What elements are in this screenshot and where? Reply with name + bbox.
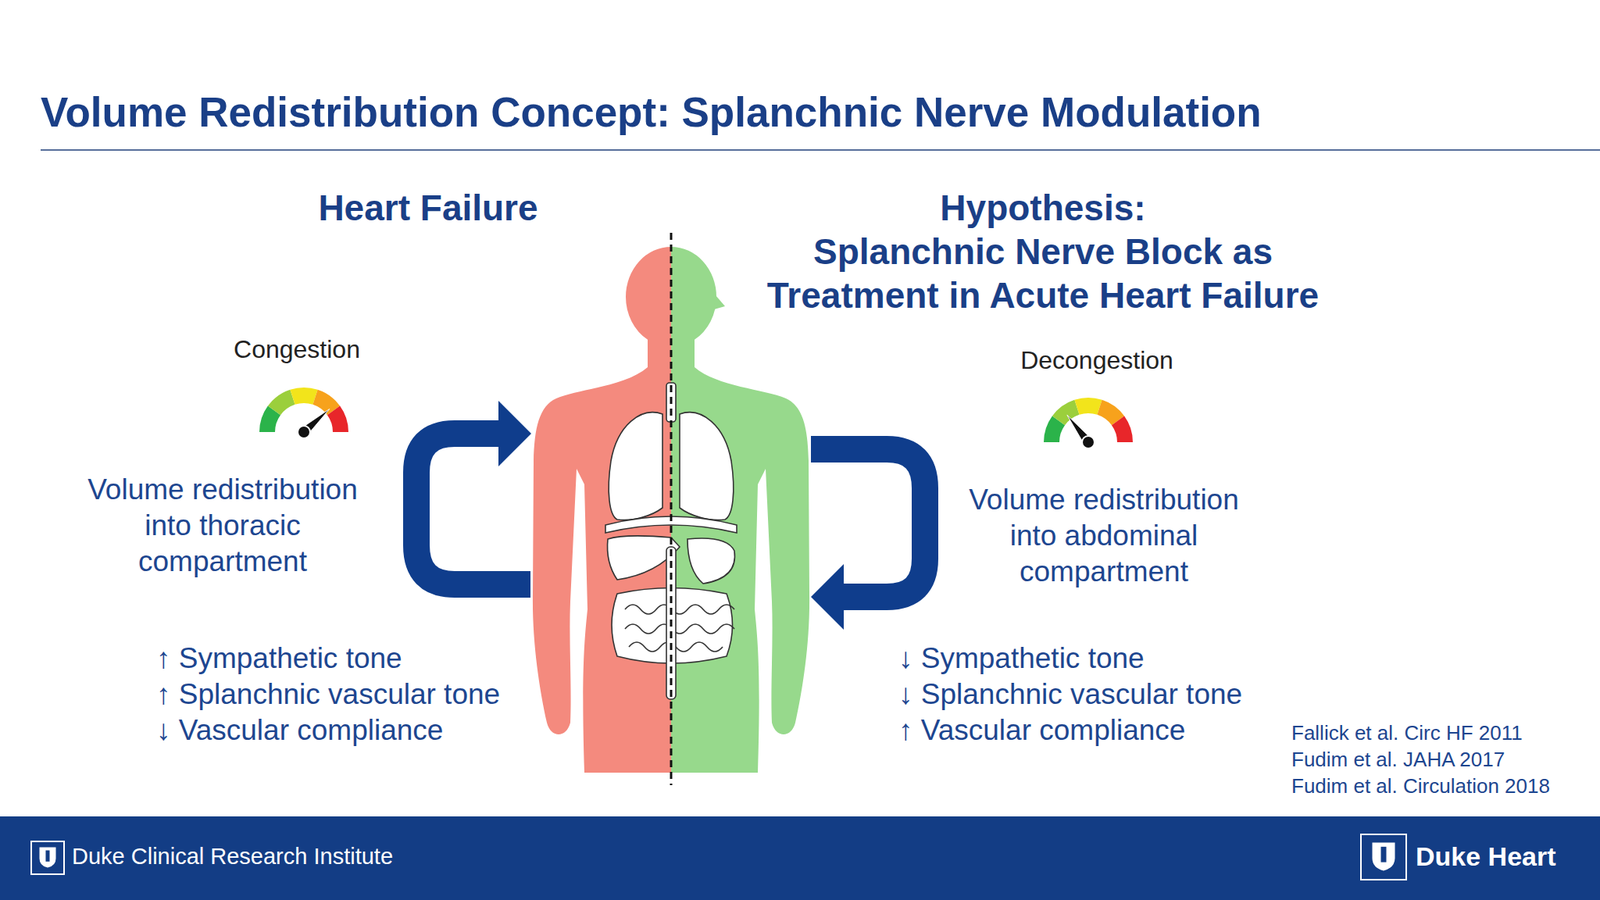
logo-frame <box>1360 834 1407 880</box>
arrow-head <box>810 564 844 630</box>
slide-title: Volume Redistribution Concept: Splanchni… <box>40 87 1262 139</box>
gauge-hub <box>297 425 311 439</box>
gauge-segment <box>267 410 275 433</box>
gauge-hub <box>1082 435 1095 449</box>
treated-half <box>671 234 874 782</box>
gauge-label: Congestion <box>171 334 422 365</box>
institution-name: Duke Clinical Research Institute <box>71 842 393 871</box>
reference: Fallick et al. Circ HF 2011 <box>1291 721 1523 747</box>
gauge-segment <box>274 396 293 411</box>
gauge-segment <box>1058 407 1078 421</box>
change-item: ↓ Splanchnic vascular tone <box>898 676 1243 712</box>
nose <box>714 295 725 310</box>
gauge-segment <box>1051 420 1059 443</box>
reference: Fudim et al. JAHA 2017 <box>1291 747 1505 773</box>
gauge-segment <box>1117 420 1125 443</box>
cycle-arrows <box>416 433 925 597</box>
panel-heading: Hypothesis: <box>746 185 1340 230</box>
change-item: ↑ Splanchnic vascular tone <box>156 676 500 712</box>
institution-name: Duke Heart <box>1415 840 1557 873</box>
gauge-segment <box>1100 407 1119 421</box>
effect-text: Volume redistribution into thoracic comp… <box>66 471 379 580</box>
change-item: ↓ Vascular compliance <box>156 712 443 748</box>
gauges <box>267 395 1125 449</box>
divider-line <box>670 232 673 786</box>
stomach <box>687 538 736 584</box>
gauge-segment <box>315 396 335 411</box>
logo-mark <box>45 850 50 861</box>
panel-heading: Splanchnic Nerve Block as Treatment in A… <box>746 229 1340 318</box>
panel-heading: Heart Failure <box>209 185 647 230</box>
arrow-shaft <box>810 449 925 597</box>
gauge-segment <box>292 395 315 397</box>
arrow-head <box>498 400 532 467</box>
change-item: ↑ Vascular compliance <box>898 712 1186 748</box>
change-item: ↓ Sympathetic tone <box>898 640 1145 676</box>
lung <box>679 412 734 521</box>
footer-band: Duke Clinical Research Institute Duke Hea… <box>0 816 1600 900</box>
lung <box>608 412 663 521</box>
intestine-loops <box>625 604 735 652</box>
arrow-shaft <box>416 433 531 585</box>
logo-mark <box>1381 846 1387 863</box>
reference: Fudim et al. Circulation 2018 <box>1291 774 1550 800</box>
gauge-segment <box>1076 405 1100 408</box>
gauge-segment <box>333 410 341 433</box>
title-rule <box>40 149 1600 151</box>
logo-frame <box>31 841 65 875</box>
logo-shield <box>39 847 57 868</box>
logo-shield <box>1372 842 1396 871</box>
gauge-label: Decongestion <box>971 345 1222 376</box>
effect-text: Volume redistribution into abdominal com… <box>947 482 1261 590</box>
change-item: ↑ Sympathetic tone <box>156 640 403 676</box>
